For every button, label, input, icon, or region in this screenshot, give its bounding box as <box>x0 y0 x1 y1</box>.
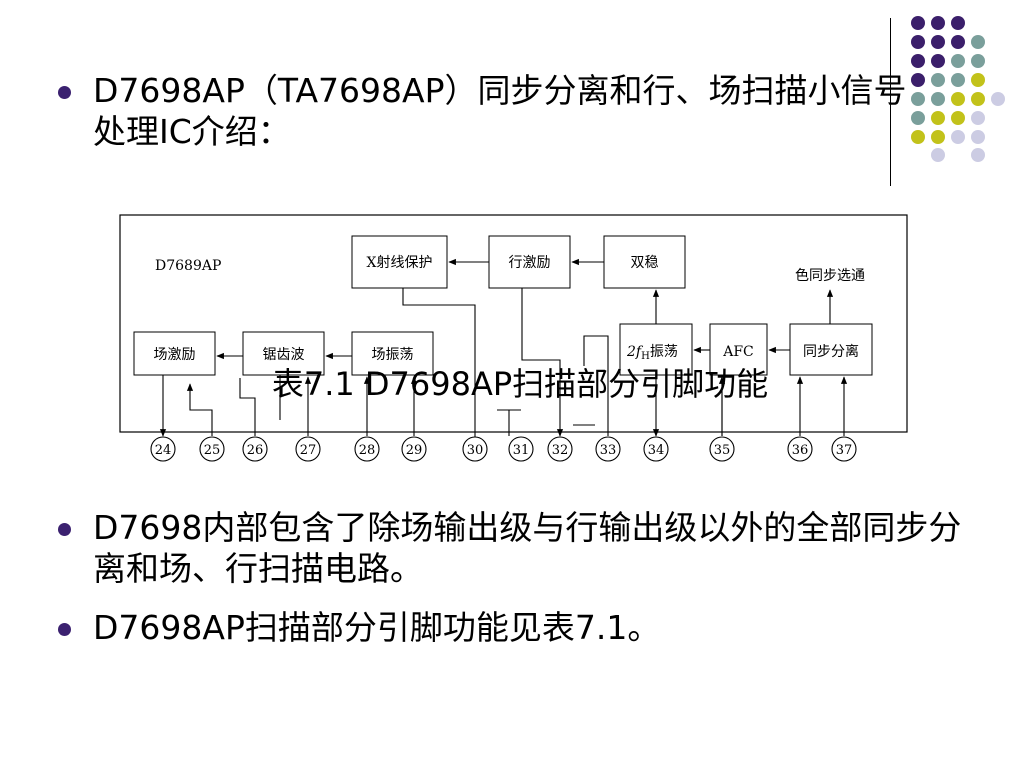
block-bistable-label: 双稳 <box>631 255 659 271</box>
bullet-dot <box>58 623 71 636</box>
decorative-dot <box>951 16 965 30</box>
pin-label: 26 <box>247 443 264 458</box>
decorative-dot <box>971 130 985 144</box>
pin-circle <box>150 436 176 462</box>
block-v-osc <box>351 331 434 376</box>
pin-circle <box>643 436 669 462</box>
pin-circle <box>199 436 225 462</box>
bullet-item-1: D7698AP（TA7698AP）同步分离和行、场扫描小信号处理IC介绍： <box>58 70 938 152</box>
pin-circle <box>547 436 573 462</box>
chip-label: D7689AP <box>155 258 221 274</box>
decorative-dot <box>931 54 945 68</box>
color-sync-label: 色同步选通 <box>795 267 865 284</box>
block-2fh-osc-label: 2fH振荡 <box>626 344 678 362</box>
pin-label: 37 <box>836 443 853 458</box>
decorative-dot <box>931 92 945 106</box>
bullet-dot <box>58 86 71 99</box>
pin-circle <box>354 436 380 462</box>
pin-label: 35 <box>714 443 731 458</box>
decorative-dot <box>951 111 965 125</box>
decorative-dot <box>951 73 965 87</box>
block-h-drive-label: 行激励 <box>509 254 551 271</box>
pin-label: 27 <box>300 443 317 458</box>
bullet-dot <box>58 523 71 536</box>
pin-label: 29 <box>406 443 423 458</box>
bullet-item-3: D7698AP扫描部分引脚功能见表7.1。 <box>58 607 660 648</box>
pin-label: 31 <box>513 443 530 458</box>
decorative-dot <box>971 73 985 87</box>
pin-circle <box>462 436 488 462</box>
decorative-dot <box>951 35 965 49</box>
decorative-dot-grid <box>911 16 1005 162</box>
decorative-dot <box>951 54 965 68</box>
decorative-dot <box>911 111 925 125</box>
decorative-dot <box>971 111 985 125</box>
decorative-dot <box>911 92 925 106</box>
pin-label: 25 <box>204 443 221 458</box>
block-x-ray-protect <box>351 235 448 289</box>
decorative-dot <box>991 92 1005 106</box>
decorative-dot <box>971 148 985 162</box>
block-v-osc-label: 场振荡 <box>372 347 414 363</box>
block-2fh-osc <box>619 323 693 376</box>
pin-row: 24 25 26 27 28 29 30 31 32 33 34 35 36 37 <box>150 436 857 462</box>
pin-label: 24 <box>155 443 172 458</box>
decorative-dot <box>931 16 945 30</box>
bullet-item-2: D7698内部包含了除场输出级与行输出级以外的全部同步分离和场、行扫描电路。 <box>58 507 963 589</box>
bullet-text: D7698AP扫描部分引脚功能见表7.1。 <box>93 608 661 647</box>
pin-circle <box>709 436 735 462</box>
pin-circle <box>242 436 268 462</box>
pin-label: 33 <box>600 443 617 458</box>
decorative-dot <box>971 54 985 68</box>
decorative-dot <box>971 92 985 106</box>
block-v-drive-label: 场激励 <box>154 346 196 363</box>
decorative-dot <box>931 73 945 87</box>
block-h-drive <box>488 235 571 289</box>
pin-label: 36 <box>792 443 809 458</box>
block-x-ray-protect-label: X射线保护 <box>367 255 433 271</box>
block-afc-label: AFC <box>722 344 754 360</box>
pin-circle <box>831 436 857 462</box>
pin-label: 32 <box>552 443 569 458</box>
bullet-text: D7698AP（TA7698AP）同步分离和行、场扫描小信号处理IC介绍： <box>93 71 907 151</box>
pin-circle <box>295 436 321 462</box>
block-v-drive <box>133 331 216 376</box>
decorative-dot <box>911 16 925 30</box>
decorative-dot <box>911 35 925 49</box>
block-sync-sep <box>789 323 873 376</box>
decorative-dot <box>911 73 925 87</box>
signal-wires <box>159 258 848 438</box>
decorative-dot <box>931 111 945 125</box>
decorative-vertical-line <box>890 18 891 186</box>
decorative-dot <box>951 130 965 144</box>
block-afc <box>709 323 768 376</box>
pin-circle <box>401 436 427 462</box>
block-diagram: D7689AP X射线保护 行激励 双稳 色同步选通 场激励 锯齿波 场振荡 2… <box>119 214 908 462</box>
pin-label: 28 <box>359 443 376 458</box>
decorative-dot <box>911 54 925 68</box>
decorative-dot <box>951 92 965 106</box>
block-sawtooth <box>242 331 325 376</box>
block-sawtooth-label: 锯齿波 <box>263 347 305 363</box>
block-bistable <box>603 235 686 289</box>
pin-circle <box>787 436 813 462</box>
pin-label: 30 <box>467 443 484 458</box>
decorative-dot <box>911 130 925 144</box>
pin-label: 34 <box>648 443 665 458</box>
pin-circle <box>595 436 621 462</box>
block-sync-sep-label: 同步分离 <box>803 343 859 360</box>
decorative-dot <box>971 35 985 49</box>
decorative-dot <box>931 35 945 49</box>
bullet-text: D7698内部包含了除场输出级与行输出级以外的全部同步分离和场、行扫描电路。 <box>93 508 962 588</box>
decorative-dot <box>931 130 945 144</box>
pin-circle <box>508 436 534 462</box>
decorative-dot <box>931 148 945 162</box>
chip-outline <box>119 214 908 433</box>
table-caption: 表7.1 D7698AP扫描部分引脚功能 <box>271 365 769 403</box>
